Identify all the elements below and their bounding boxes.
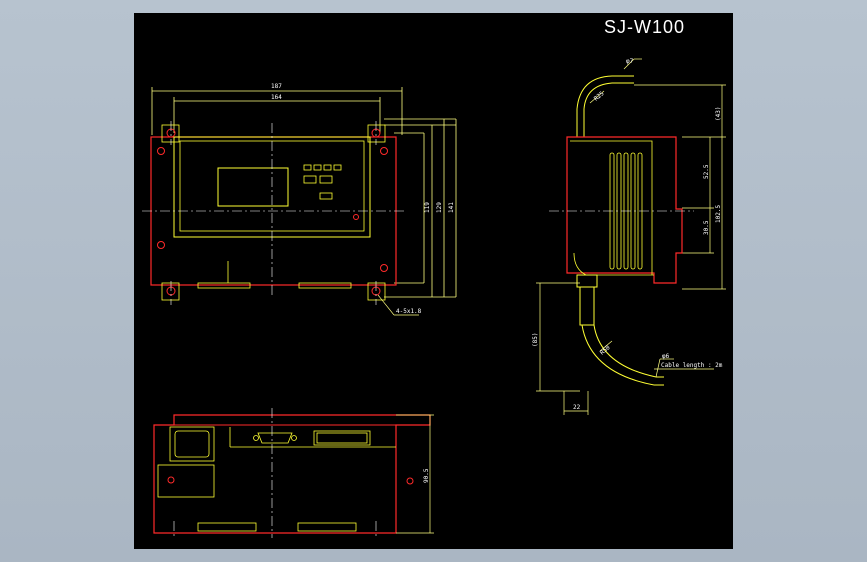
dim-cable-dia-2: φ6 (662, 353, 670, 360)
dim-129: 129 (436, 202, 443, 213)
dim-r-lower: R50 (599, 344, 612, 357)
dim-119: 119 (424, 202, 431, 213)
dim-164: 164 (271, 94, 282, 101)
dim-lower: 30.5 (703, 220, 710, 235)
dim-bend-r: R25 (593, 90, 606, 103)
cable-note: Cable length : 2m (661, 362, 723, 369)
dim-upper: 52.5 (703, 164, 710, 179)
drawing-title: SJ-W100 (604, 17, 685, 37)
dim-top: (43) (715, 107, 722, 121)
cad-drawing: SJ-W100 187 164 119 129 141 (142, 17, 726, 538)
bottom-view: 90.5 (153, 408, 434, 538)
dim-cable-len: (85) (532, 333, 539, 347)
dim-total: 102.5 (715, 205, 722, 223)
dim-bottom-height: 90.5 (423, 468, 430, 483)
side-view: φ7 R25 (43) 52.5 102.5 30.5 (532, 58, 726, 415)
hole-note: 4-5x1.8 (396, 308, 422, 315)
dim-cable-dia: φ7 (626, 58, 634, 65)
dim-187: 187 (271, 83, 282, 90)
cad-viewport[interactable]: SJ-W100 187 164 119 129 141 (134, 13, 733, 549)
front-view: 187 164 119 129 141 (142, 83, 457, 316)
dim-bottom-width: 22 (573, 404, 581, 411)
dim-141: 141 (448, 202, 455, 213)
